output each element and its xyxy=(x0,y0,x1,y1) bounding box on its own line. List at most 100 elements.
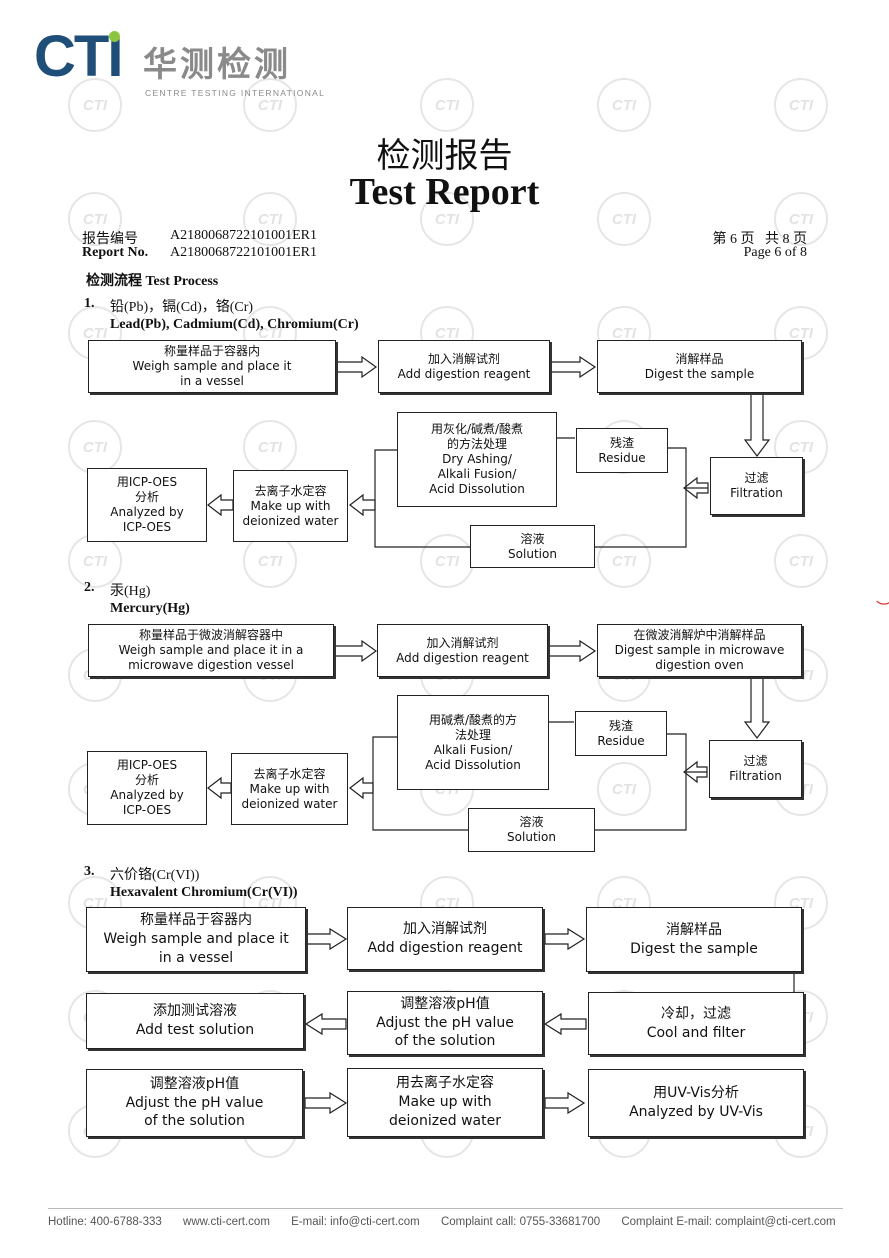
section2-title-cn: 汞(Hg) xyxy=(110,584,151,599)
s2-step-reagent: 加入消解试剂 Add digestion reagent xyxy=(377,624,548,677)
s1-step-filtration-en: Filtration xyxy=(730,486,783,500)
s2-step-makeup: 去离子水定容 Make up with deionized water xyxy=(231,753,348,825)
s2-step-makeup-cn: 去离子水定容 xyxy=(253,766,326,781)
s3-step-digest-en: Digest the sample xyxy=(630,940,758,957)
s3-step-adjust-ph-2-cn: 调整溶液pH值 xyxy=(149,1075,240,1092)
s1-step-treatment-line2: 的方法处理 xyxy=(446,437,507,451)
watermark-logo: CTI xyxy=(774,192,828,246)
report-title-en: Test Report xyxy=(349,171,540,213)
watermark-logo: CTI xyxy=(597,762,651,816)
arrow-down-icon xyxy=(743,393,771,457)
watermark-logo: CTI xyxy=(597,78,651,132)
s2-step-analyze-line3: Analyzed by xyxy=(110,788,184,802)
s2-step-treatment: 用碱煮/酸煮的方 法处理 Alkali Fusion/ Acid Dissolu… xyxy=(397,695,549,790)
s3-step-cool-filter-en: Cool and filter xyxy=(646,1024,746,1041)
s2-step-reagent-en: Add digestion reagent xyxy=(396,650,529,665)
seal-stamp-fragment: ） xyxy=(873,600,889,616)
s2-step-filtration: 过滤 Filtration xyxy=(709,740,802,798)
s1-step-treatment-line5: Acid Dissolution xyxy=(429,482,525,496)
footer-email[interactable]: E-mail: info@cti-cert.com xyxy=(291,1216,420,1228)
s3-step-adjust-ph-1-en2: of the solution xyxy=(394,1033,496,1050)
s3-step-adjust-ph-2-en2: of the solution xyxy=(144,1113,245,1130)
arrow-left-icon xyxy=(304,1012,347,1036)
s1-step-digest-en: Digest the sample xyxy=(644,366,755,381)
s1-step-filtration: 过滤 Filtration xyxy=(710,457,803,515)
s1-step-residue-en: Residue xyxy=(598,450,646,465)
s2-step-makeup-en2: deionized water xyxy=(241,796,338,811)
s2-step-residue-cn: 残渣 xyxy=(608,718,633,733)
s2-step-digest-cn: 在微波消解炉中消解样品 xyxy=(633,628,766,642)
watermark-logo: CTI xyxy=(420,192,474,246)
footer-website[interactable]: www.cti-cert.com xyxy=(183,1216,270,1228)
arrow-right-icon xyxy=(544,1091,586,1115)
page-number-cn: 第 6 页 共 8 页 xyxy=(712,232,808,247)
s2-step-analyze-line4: ICP-OES xyxy=(122,803,172,817)
s3-step-add-test-solution: 添加测试溶液 Add test solution xyxy=(86,993,304,1049)
s1-step-analyze-line2: 分析 xyxy=(134,490,159,504)
s1-step-reagent: 加入消解试剂 Add digestion reagent xyxy=(378,340,550,393)
s1-step-treatment-line4: Alkali Fusion/ xyxy=(437,467,517,481)
s2-step-filtration-cn: 过滤 xyxy=(743,754,768,768)
section1-title-cn: 铅(Pb)，镉(Cd)，铬(Cr) xyxy=(110,300,254,315)
company-logo: CTI xyxy=(34,24,123,89)
s1-step-reagent-en: Add digestion reagent xyxy=(397,366,531,381)
s3-step-makeup: 用去离子水定容 Make up with deionized water xyxy=(347,1068,543,1137)
arrow-right-icon xyxy=(544,927,586,951)
s3-step-analyze: 用UV-Vis分析 Analyzed by UV-Vis xyxy=(588,1069,804,1137)
s1-step-reagent-cn: 加入消解试剂 xyxy=(427,351,500,366)
watermark-logo: CTI xyxy=(243,192,297,246)
s2-step-weigh-en1: Weigh sample and place it in a xyxy=(118,643,304,657)
report-no-label-cn: 报告编号 xyxy=(82,232,138,247)
s3-step-weigh: 称量样品于容器内 Weigh sample and place it in a … xyxy=(86,907,306,972)
s1-step-makeup-en2: deionized water xyxy=(242,513,339,528)
arrow-right-icon xyxy=(305,927,348,951)
s2-step-treatment-line3: Alkali Fusion/ xyxy=(433,742,513,757)
section3-title-en: Hexavalent Chromium(Cr(VI)) xyxy=(110,885,298,900)
page-number-en: Page 6 of 8 xyxy=(743,245,807,260)
s3-step-digest: 消解样品 Digest the sample xyxy=(586,907,802,972)
s1-step-treatment-line1: 用灰化/碱煮/酸煮 xyxy=(430,422,524,436)
watermark-logo: CTI xyxy=(68,78,122,132)
s3-step-weigh-cn: 称量样品于容器内 xyxy=(140,912,252,929)
s3-step-weigh-en2: in a vessel xyxy=(158,949,234,966)
s1-step-analyze-line1: 用ICP-OES xyxy=(116,475,178,489)
s1-step-solution: 溶液 Solution xyxy=(470,525,595,568)
s1-step-analyze-line3: Analyzed by xyxy=(110,505,184,519)
watermark-logo: CTI xyxy=(68,192,122,246)
s2-step-solution-cn: 溶液 xyxy=(519,815,544,829)
s1-step-analyze: 用ICP-OES 分析 Analyzed by ICP-OES xyxy=(87,468,207,542)
s1-step-weigh-cn: 称量样品于容器内 xyxy=(163,344,260,358)
watermark-logo: CTI xyxy=(774,534,828,588)
report-no-label-en: Report No. xyxy=(82,245,149,260)
s2-step-reagent-cn: 加入消解试剂 xyxy=(426,635,499,650)
arrow-left-icon xyxy=(207,776,232,800)
footer: Hotline: 400-6788-333 www.cti-cert.com E… xyxy=(48,1216,854,1228)
logo-chinese-name: 华测检测 xyxy=(143,45,291,85)
watermark-logo: CTI xyxy=(597,192,651,246)
logo-english-name: CENTRE TESTING INTERNATIONAL xyxy=(145,88,326,98)
watermark-logo: CTI xyxy=(420,78,474,132)
report-no-cn: A2180068722101001ER1 xyxy=(170,228,317,243)
s1-step-makeup: 去离子水定容 Make up with deionized water xyxy=(233,470,348,542)
s3-step-analyze-cn: 用UV-Vis分析 xyxy=(653,1085,739,1102)
report-no-en: A2180068722101001ER1 xyxy=(170,245,317,260)
s2-step-weigh-cn: 称量样品于微波消解容器中 xyxy=(138,628,283,642)
s2-step-makeup-en1: Make up with xyxy=(249,781,330,796)
arrow-right-icon xyxy=(335,355,378,379)
s1-step-makeup-en1: Make up with xyxy=(250,498,331,513)
s3-step-cool-filter-cn: 冷却，过滤 xyxy=(661,1005,731,1022)
s2-step-analyze: 用ICP-OES 分析 Analyzed by ICP-OES xyxy=(87,751,207,825)
footer-complaint-call: Complaint call: 0755-33681700 xyxy=(440,1216,601,1228)
s1-step-solution-cn: 溶液 xyxy=(520,531,545,546)
s3-step-adjust-ph-1: 调整溶液pH值 Adjust the pH value of the solut… xyxy=(347,991,543,1055)
s3-step-adjust-ph-1-en1: Adjust the pH value xyxy=(376,1014,514,1031)
section1-number: 1. xyxy=(84,296,95,311)
s3-step-makeup-cn: 用去离子水定容 xyxy=(396,1075,494,1092)
s3-step-adjust-ph-2: 调整溶液pH值 Adjust the pH value of the solut… xyxy=(86,1069,303,1137)
section3-title-cn: 六价铬(Cr(VI)) xyxy=(110,868,200,883)
s2-step-weigh-en2: microwave digestion vessel xyxy=(128,658,294,672)
footer-complaint-email[interactable]: Complaint E-mail: complaint@cti-cert.com xyxy=(621,1216,836,1228)
s2-step-solution-en: Solution xyxy=(507,830,556,844)
section3-number: 3. xyxy=(84,864,95,879)
